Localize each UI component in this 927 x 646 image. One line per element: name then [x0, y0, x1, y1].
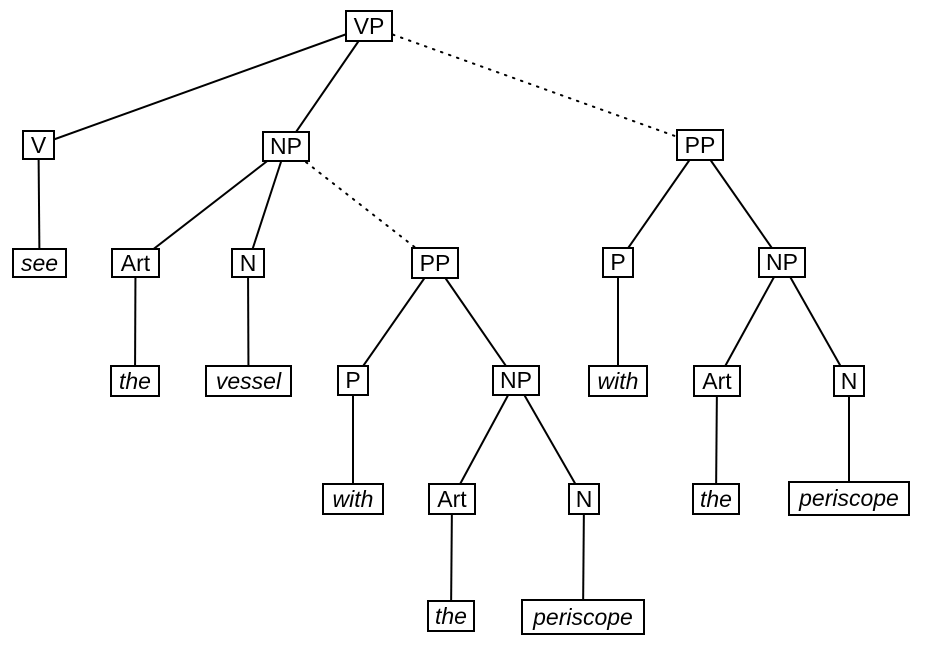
edge-pp-right-p-right [617, 144, 701, 264]
node-art-middle: Art [428, 483, 476, 515]
node-the-object: the [110, 365, 160, 397]
node-p-right: P [602, 247, 634, 278]
edge-pp-middle-np-middle [434, 262, 517, 382]
edge-vp-np-object [285, 25, 370, 148]
edge-np-middle-art-middle [451, 380, 517, 500]
node-see: see [12, 248, 67, 278]
node-vp: VP [345, 10, 393, 42]
node-with-middle: with [322, 483, 384, 515]
node-periscope-middle: periscope [521, 599, 645, 635]
node-the-right: the [692, 483, 740, 515]
edge-np-object-n-object [247, 146, 287, 264]
edge-vp-pp-right [368, 25, 701, 146]
node-n-middle: N [568, 483, 600, 515]
node-np-object: NP [262, 131, 310, 162]
node-with-right: with [588, 365, 648, 397]
node-np-right: NP [758, 247, 806, 278]
edge-np-right-n-right [781, 262, 850, 382]
node-n-object: N [231, 248, 265, 278]
edge-pp-middle-p-middle [352, 262, 436, 382]
node-n-right: N [833, 365, 865, 397]
node-p-middle: P [337, 365, 369, 396]
node-v: V [22, 130, 55, 160]
edge-v-see [37, 144, 41, 264]
node-the-middle: the [427, 600, 475, 632]
node-art-object: Art [111, 248, 160, 278]
edge-pp-right-np-right [699, 144, 783, 264]
edge-np-middle-n-middle [515, 380, 585, 500]
node-np-middle: NP [492, 365, 540, 396]
node-vessel: vessel [205, 365, 292, 397]
edge-np-object-pp-middle [285, 145, 436, 264]
edge-n-object-vessel [247, 262, 250, 382]
edge-np-object-art-object [134, 145, 287, 264]
node-periscope-right: periscope [788, 481, 910, 516]
edge-art-middle-the-middle [450, 498, 453, 617]
edge-vp-v [38, 25, 370, 146]
edge-art-object-the-object [134, 262, 137, 382]
node-art-right: Art [693, 365, 741, 397]
edge-n-middle-periscope-middle [582, 498, 585, 618]
node-pp-right: PP [676, 129, 724, 161]
edge-np-right-art-right [716, 262, 783, 382]
edge-art-right-the-right [715, 380, 718, 500]
node-pp-middle: PP [411, 247, 459, 279]
